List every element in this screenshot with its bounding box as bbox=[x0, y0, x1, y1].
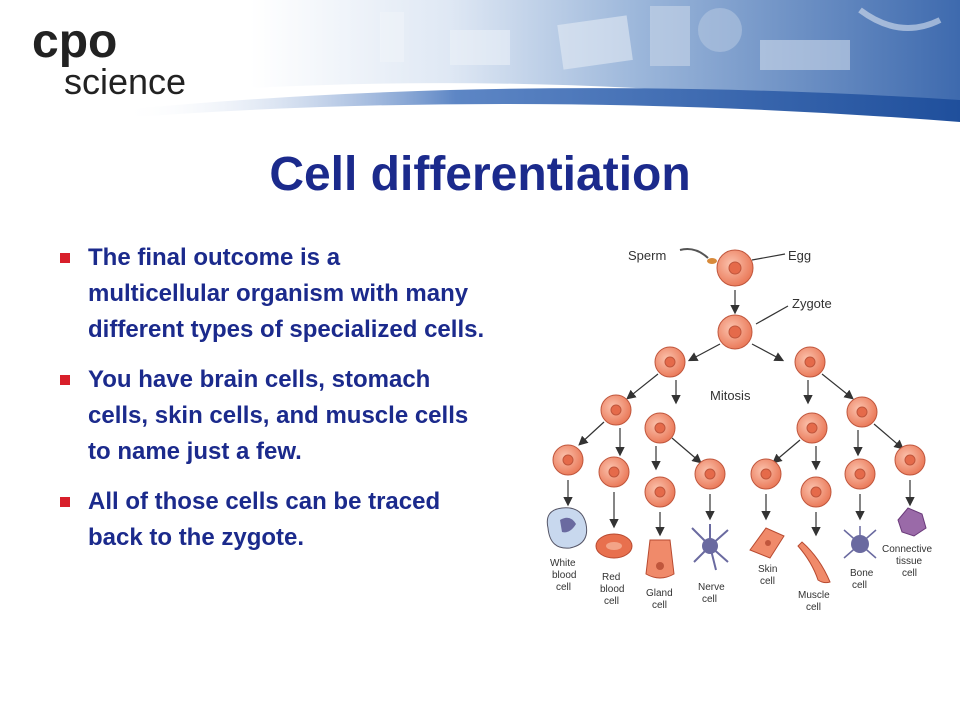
square-bullet-icon bbox=[60, 375, 70, 385]
cell-icon bbox=[794, 346, 826, 378]
arrow bbox=[751, 343, 785, 362]
white-blood-cell-icon bbox=[546, 507, 588, 549]
zygote-cell-icon bbox=[717, 314, 753, 350]
cpo-science-logo: cpo science bbox=[32, 14, 232, 104]
label-zygote: Zygote bbox=[792, 296, 832, 311]
zygote-pointer-line bbox=[755, 305, 789, 325]
muscle-cell-icon bbox=[797, 541, 831, 584]
label-bone-cell: Bone cell bbox=[850, 568, 876, 591]
arrow bbox=[687, 343, 721, 362]
label-sperm: Sperm bbox=[628, 248, 666, 263]
label-connective-tissue-cell: Connective tissue cell bbox=[882, 544, 935, 579]
bullet-text: The final outcome is a multicellular org… bbox=[88, 244, 485, 343]
arrow bbox=[626, 373, 659, 400]
label-red-blood-cell: Red blood cell bbox=[600, 572, 627, 607]
bullet-item: All of those cells can be traced back to… bbox=[58, 484, 488, 556]
bullet-item: You have brain cells, stomach cells, ski… bbox=[58, 362, 488, 470]
cell-icon bbox=[894, 444, 926, 476]
bullet-text: All of those cells can be traced back to… bbox=[88, 488, 441, 551]
label-skin-cell: Skin cell bbox=[758, 564, 780, 587]
square-bullet-icon bbox=[60, 253, 70, 263]
label-muscle-cell: Muscle cell bbox=[798, 590, 832, 613]
cell-icon bbox=[844, 458, 876, 490]
cell-icon bbox=[750, 458, 782, 490]
label-mitosis: Mitosis bbox=[710, 388, 751, 403]
connective-tissue-cell-icon bbox=[897, 507, 927, 537]
cell-icon bbox=[654, 346, 686, 378]
skin-cell-icon bbox=[749, 527, 785, 559]
cell-icon bbox=[796, 412, 828, 444]
gland-cell-icon bbox=[645, 539, 675, 579]
arrow bbox=[821, 373, 854, 400]
cell-icon bbox=[800, 476, 832, 508]
arrow bbox=[772, 439, 801, 464]
square-bullet-icon bbox=[60, 497, 70, 507]
sperm-icon bbox=[679, 248, 717, 264]
header-banner: cpo science bbox=[0, 0, 960, 125]
logo-science-text: science bbox=[64, 61, 187, 102]
bullet-text: You have brain cells, stomach cells, ski… bbox=[88, 366, 469, 465]
slide-title: Cell differentiation bbox=[269, 148, 691, 201]
cell-icon bbox=[846, 396, 878, 428]
label-egg: Egg bbox=[788, 248, 811, 263]
label-nerve-cell: Nerve cell bbox=[698, 582, 727, 605]
bullet-list: The final outcome is a multicellular org… bbox=[58, 240, 488, 570]
cell-icon bbox=[694, 458, 726, 490]
egg-cell-icon bbox=[716, 249, 754, 287]
bullet-item: The final outcome is a multicellular org… bbox=[58, 240, 488, 348]
arrow bbox=[671, 437, 702, 464]
cell-icon bbox=[644, 412, 676, 444]
logo-cpo-text: cpo bbox=[32, 15, 118, 68]
cell-icon bbox=[644, 476, 676, 508]
cell-icon bbox=[598, 456, 630, 488]
cell-icon bbox=[552, 444, 584, 476]
nerve-cell-icon bbox=[691, 524, 729, 571]
bone-cell-icon bbox=[843, 526, 877, 559]
label-gland-cell: Gland cell bbox=[646, 588, 675, 611]
arrow bbox=[578, 421, 605, 446]
egg-pointer-line bbox=[751, 253, 786, 261]
arrow bbox=[873, 423, 904, 450]
cell-icon bbox=[600, 394, 632, 426]
banner-photo-strip bbox=[120, 0, 960, 122]
cell-differentiation-diagram: Sperm Egg Zygote Mitosis bbox=[546, 248, 935, 613]
red-blood-cell-icon bbox=[595, 533, 633, 559]
label-white-blood-cell: White blood cell bbox=[550, 558, 579, 593]
